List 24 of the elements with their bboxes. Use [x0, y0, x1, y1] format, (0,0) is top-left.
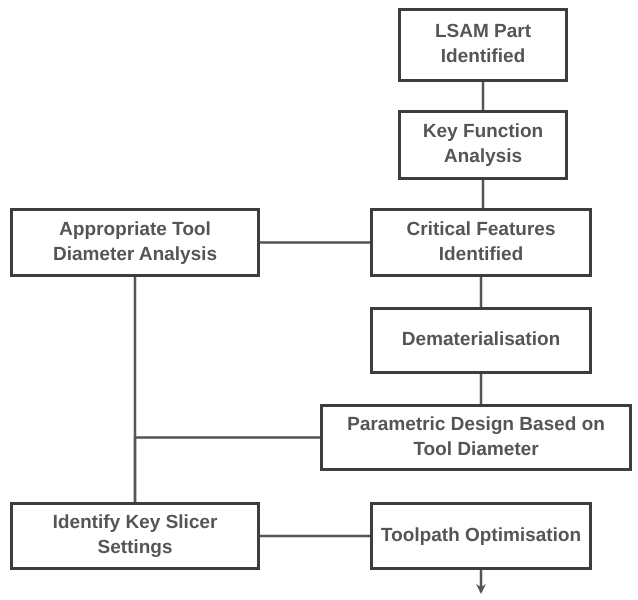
connector-line: [482, 180, 484, 208]
box-label: Toolpath Optimisation: [380, 524, 582, 548]
process-box: [370, 208, 592, 277]
box-label: Critical Features Identified: [406, 218, 556, 266]
box-label: Appropriate Tool Diameter Analysis: [52, 218, 218, 266]
box-label: Dematerialisation: [400, 328, 562, 352]
box-label: Identify Key Slicer Settings: [52, 511, 218, 560]
process-box: [370, 502, 592, 570]
connector-line: [482, 82, 484, 110]
connector-line: [260, 534, 370, 538]
connector-line: [480, 374, 482, 404]
box-label: Parametric Design Based on Tool Diameter: [346, 412, 606, 462]
process-box: [398, 8, 568, 82]
connector-line: [480, 277, 482, 307]
process-box: [10, 208, 260, 277]
connector-line: [134, 436, 320, 502]
process-box: [370, 307, 592, 374]
process-box: [10, 502, 260, 570]
connector-line: [260, 241, 370, 244]
arrow: [476, 570, 486, 594]
box-label: LSAM Part Identified: [434, 20, 532, 69]
box-label: Key Function Analysis: [422, 120, 544, 169]
process-box: [320, 404, 632, 471]
process-box: [398, 110, 568, 180]
